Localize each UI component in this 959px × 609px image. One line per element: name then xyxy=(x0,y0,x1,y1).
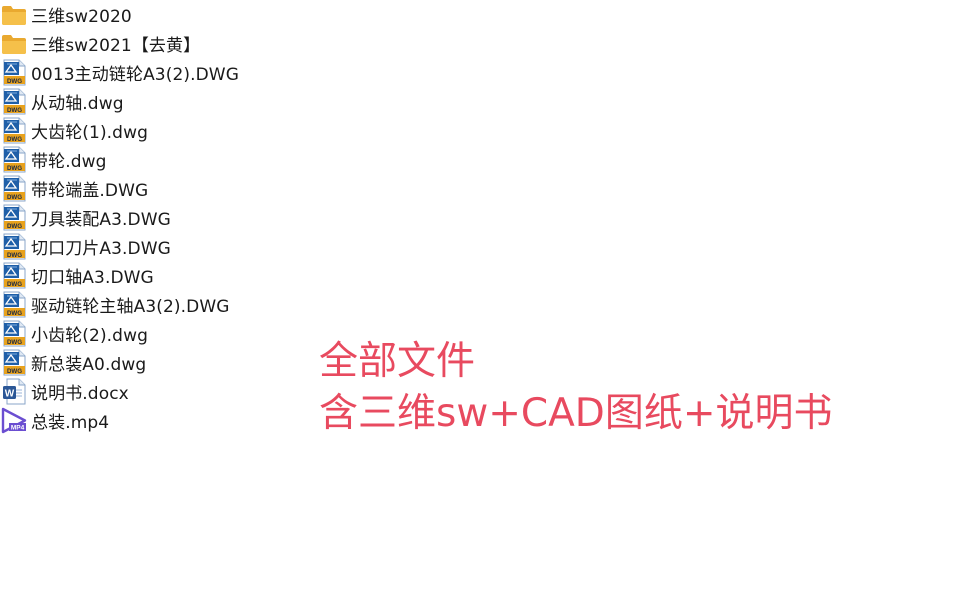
file-list-item[interactable]: DWG 新总装A0.dwg xyxy=(0,348,146,377)
file-name: 总装.mp4 xyxy=(31,413,110,433)
file-name: 说明书.docx xyxy=(31,384,129,404)
file-name: 带轮端盖.DWG xyxy=(31,181,149,201)
file-name: 0013主动链轮A3(2).DWG xyxy=(31,65,239,85)
svg-text:DWG: DWG xyxy=(7,107,22,114)
file-name: 刀具装配A3.DWG xyxy=(31,210,171,230)
dwg-file-icon: DWG xyxy=(0,117,28,145)
file-list-item[interactable]: DWG 小齿轮(2).dwg xyxy=(0,319,148,348)
file-list-item[interactable]: DWG 带轮.dwg xyxy=(0,145,107,174)
file-list-item[interactable]: DWG 大齿轮(1).dwg xyxy=(0,116,148,145)
file-name: 从动轴.dwg xyxy=(31,94,124,114)
file-name: 新总装A0.dwg xyxy=(31,355,147,375)
svg-text:DWG: DWG xyxy=(7,310,22,317)
file-name: 驱动链轮主轴A3(2).DWG xyxy=(31,297,230,317)
file-list-item[interactable]: MP4 总装.mp4 xyxy=(0,406,109,435)
svg-text:DWG: DWG xyxy=(7,339,22,346)
svg-text:DWG: DWG xyxy=(7,78,22,85)
dwg-file-icon: DWG xyxy=(0,175,28,203)
caption-line-1: 全部文件 xyxy=(319,339,476,384)
file-list-item[interactable]: DWG 驱动链轮主轴A3(2).DWG xyxy=(0,290,230,319)
file-name: 大齿轮(1).dwg xyxy=(31,123,148,143)
word-doc-icon: W xyxy=(0,378,28,406)
dwg-file-icon: DWG xyxy=(0,262,28,290)
file-list-item[interactable]: 三维sw2021【去黄】 xyxy=(0,29,200,58)
file-list-item[interactable]: DWG 切口轴A3.DWG xyxy=(0,261,154,290)
file-list-item[interactable]: DWG 0013主动链轮A3(2).DWG xyxy=(0,58,239,87)
svg-text:DWG: DWG xyxy=(7,194,22,201)
svg-text:DWG: DWG xyxy=(7,223,22,230)
dwg-file-icon: DWG xyxy=(0,146,28,174)
file-list-item[interactable]: DWG 从动轴.dwg xyxy=(0,87,124,116)
svg-text:W: W xyxy=(5,389,15,400)
folder-icon xyxy=(0,1,28,29)
svg-text:DWG: DWG xyxy=(7,368,22,375)
caption-line-2: 含三维sw+CAD图纸+说明书 xyxy=(319,391,833,436)
file-name: 切口轴A3.DWG xyxy=(31,268,154,288)
file-list-item[interactable]: DWG 带轮端盖.DWG xyxy=(0,174,148,203)
dwg-file-icon: DWG xyxy=(0,233,28,261)
file-name: 三维sw2021【去黄】 xyxy=(31,36,201,56)
svg-text:MP4: MP4 xyxy=(11,425,25,432)
dwg-file-icon: DWG xyxy=(0,59,28,87)
file-list-item[interactable]: W 说明书.docx xyxy=(0,377,129,406)
dwg-file-icon: DWG xyxy=(0,320,28,348)
mp4-video-icon: MP4 xyxy=(0,407,28,435)
file-name: 带轮.dwg xyxy=(31,152,107,172)
folder-icon xyxy=(0,30,28,58)
dwg-file-icon: DWG xyxy=(0,349,28,377)
dwg-file-icon: DWG xyxy=(0,291,28,319)
file-name: 切口刀片A3.DWG xyxy=(31,239,171,259)
file-list-item[interactable]: DWG 刀具装配A3.DWG xyxy=(0,203,171,232)
file-list-item[interactable]: 三维sw2020 xyxy=(0,0,132,29)
svg-text:DWG: DWG xyxy=(7,165,22,172)
file-name: 三维sw2020 xyxy=(31,7,132,27)
file-name: 小齿轮(2).dwg xyxy=(31,326,148,346)
file-list-item[interactable]: DWG 切口刀片A3.DWG xyxy=(0,232,171,261)
dwg-file-icon: DWG xyxy=(0,88,28,116)
svg-text:DWG: DWG xyxy=(7,281,22,288)
svg-text:DWG: DWG xyxy=(7,136,22,143)
svg-text:DWG: DWG xyxy=(7,252,22,259)
dwg-file-icon: DWG xyxy=(0,204,28,232)
